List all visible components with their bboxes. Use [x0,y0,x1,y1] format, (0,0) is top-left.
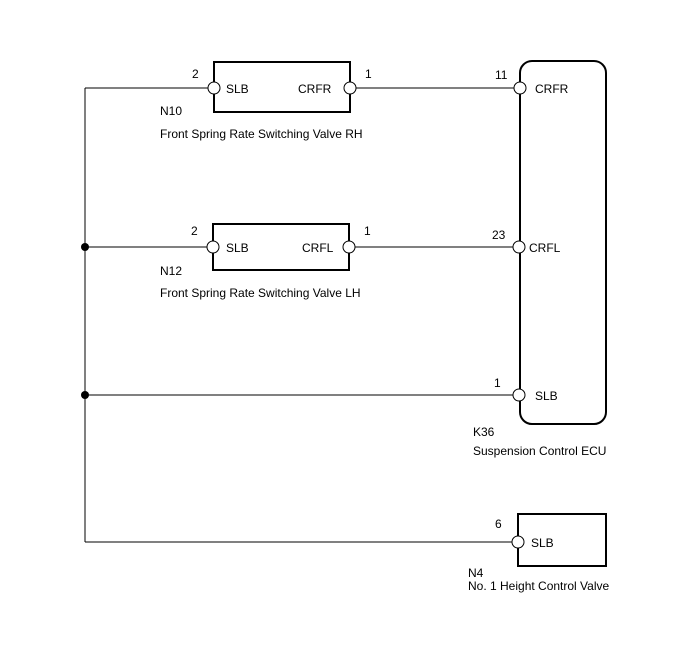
ecu-k36: 11 CRFR 23 CRFL 1 SLB K36 Suspension Con… [473,60,607,458]
wires [84,87,514,543]
pin-number-k36-slb: 1 [494,376,501,390]
connector-code-n10: N10 [160,104,182,118]
terminal-n4-slb [511,535,525,549]
terminal-n10-slb [207,81,221,95]
pin-number-n10-slb: 2 [192,67,199,81]
pin-name-n12-crfl: CRFL [302,241,334,255]
component-name-n12: Front Spring Rate Switching Valve LH [160,286,361,300]
pin-name-n10-slb: SLB [226,82,249,96]
pin-name-k36-slb: SLB [535,389,558,403]
connector-n12: 2 SLB 1 CRFL N12 Front Spring Rate Switc… [160,223,371,300]
terminal-k36-crfl [512,240,526,254]
pin-number-n12-slb: 2 [191,224,198,238]
terminal-n12-slb [206,240,220,254]
connector-n4: 6 SLB N4 No. 1 Height Control Valve [468,513,610,593]
terminal-k36-crfr [513,81,527,95]
connector-code-n12: N12 [160,264,182,278]
pin-number-k36-crfl: 23 [492,228,506,242]
pin-name-n4-slb: SLB [531,536,554,550]
pin-name-n12-slb: SLB [226,241,249,255]
connector-n10: 2 SLB 1 CRFR N10 Front Spring Rate Switc… [160,61,372,141]
pin-number-n12-crfl: 1 [364,224,371,238]
terminal-n12-crfl [342,240,356,254]
pin-number-k36-crfr: 11 [495,68,508,82]
component-name-n4: No. 1 Height Control Valve [468,579,610,593]
pin-name-k36-crfr: CRFR [535,82,569,96]
connector-n12-body [212,223,350,271]
connector-code-n4: N4 [468,566,484,580]
component-name-k36: Suspension Control ECU [473,444,606,458]
terminal-k36-slb [512,388,526,402]
component-name-n10: Front Spring Rate Switching Valve RH [160,127,363,141]
pin-name-k36-crfl: CRFL [529,241,561,255]
terminal-n10-crfr [343,81,357,95]
junction-dot-k36 [81,391,89,399]
pin-name-n10-crfr: CRFR [298,82,332,96]
pin-number-n10-crfr: 1 [365,67,372,81]
connector-code-k36: K36 [473,425,495,439]
junction-dot-n12 [81,243,89,251]
pin-number-n4-slb: 6 [495,517,502,531]
